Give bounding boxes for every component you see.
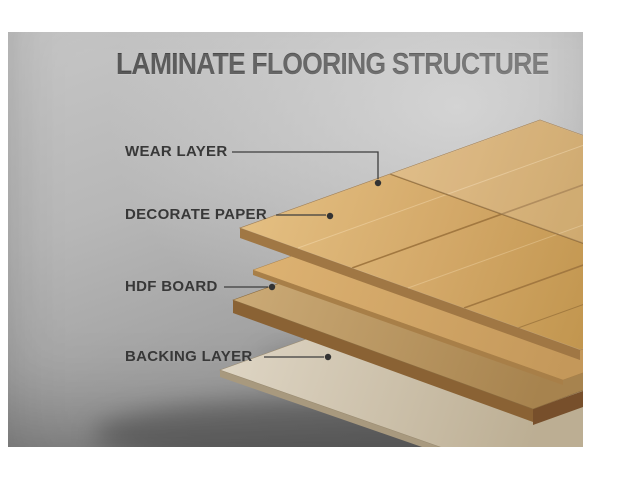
leader-lines	[224, 151, 379, 358]
wood-top-face	[238, 119, 583, 351]
hdf-board-dot	[268, 283, 276, 291]
backing-layer-dot	[324, 353, 332, 361]
flooring-exploded-diagram	[93, 119, 583, 447]
wear-layer-dot	[374, 179, 382, 187]
diagram-photo: LAMINATE FLOORING STRUCTURE WEAR LAYER D…	[8, 32, 583, 447]
top-wood-board	[238, 119, 583, 360]
wear-layer-leader-line	[232, 151, 379, 179]
hdf-front-face	[233, 300, 533, 422]
diagram-title: LAMINATE FLOORING STRUCTURE	[116, 46, 549, 81]
label-wear-layer: WEAR LAYER	[125, 143, 228, 160]
wood-front-face	[240, 228, 580, 360]
label-decorate-paper: DECORATE PAPER	[125, 206, 267, 223]
leader-dots	[268, 179, 382, 361]
hdf-side-face	[533, 390, 583, 425]
decorate-paper-dot	[326, 212, 334, 220]
decor-front-face	[253, 270, 563, 385]
label-hdf-board: HDF BOARD	[125, 278, 218, 295]
label-backing-layer: BACKING LAYER	[125, 348, 253, 365]
